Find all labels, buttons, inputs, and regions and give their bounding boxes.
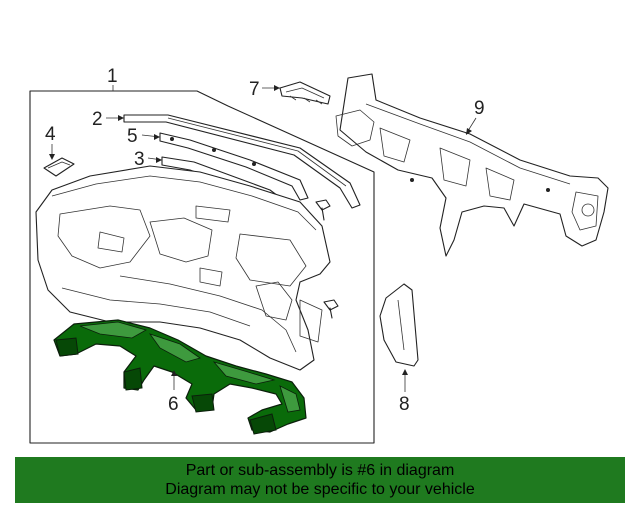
info-banner: Part or sub-assembly is #6 in diagram Di… xyxy=(15,457,625,503)
arrow-4 xyxy=(49,154,55,160)
part-5-molding xyxy=(159,132,309,201)
arrow-3 xyxy=(156,157,162,163)
callout-1: 1 xyxy=(107,66,118,87)
callout-8: 8 xyxy=(399,394,410,415)
arrow-2 xyxy=(118,115,124,121)
assembly-frame xyxy=(29,90,375,444)
part-9-crossbeam xyxy=(335,73,609,257)
callout-7: 7 xyxy=(249,79,260,100)
parts-diagram: 1 2 5 3 4 xyxy=(29,66,609,444)
banner-line-1: Part or sub-assembly is #6 in diagram xyxy=(185,462,455,479)
callout-9: 9 xyxy=(474,98,485,119)
callout-6: 6 xyxy=(168,394,179,415)
screw-2 xyxy=(323,299,339,319)
callout-3: 3 xyxy=(134,149,145,170)
arrow-7 xyxy=(274,85,280,91)
callout-4: 4 xyxy=(45,124,56,145)
screw-1 xyxy=(315,199,331,221)
arrow-6 xyxy=(171,370,177,376)
dashboard-panel xyxy=(35,165,331,371)
part-8-side-panel xyxy=(379,283,419,367)
part-4-clip xyxy=(43,157,75,177)
arrow-9 xyxy=(466,128,472,135)
arrow-8 xyxy=(402,369,408,375)
banner-line-2: Diagram may not be specific to your vehi… xyxy=(165,481,475,498)
callout-2: 2 xyxy=(92,109,103,130)
callout-5: 5 xyxy=(127,126,138,147)
part-6-air-duct xyxy=(53,319,307,435)
part-2-top-strip xyxy=(123,114,361,209)
arrow-5 xyxy=(154,134,160,140)
part-7-grille xyxy=(279,81,331,105)
